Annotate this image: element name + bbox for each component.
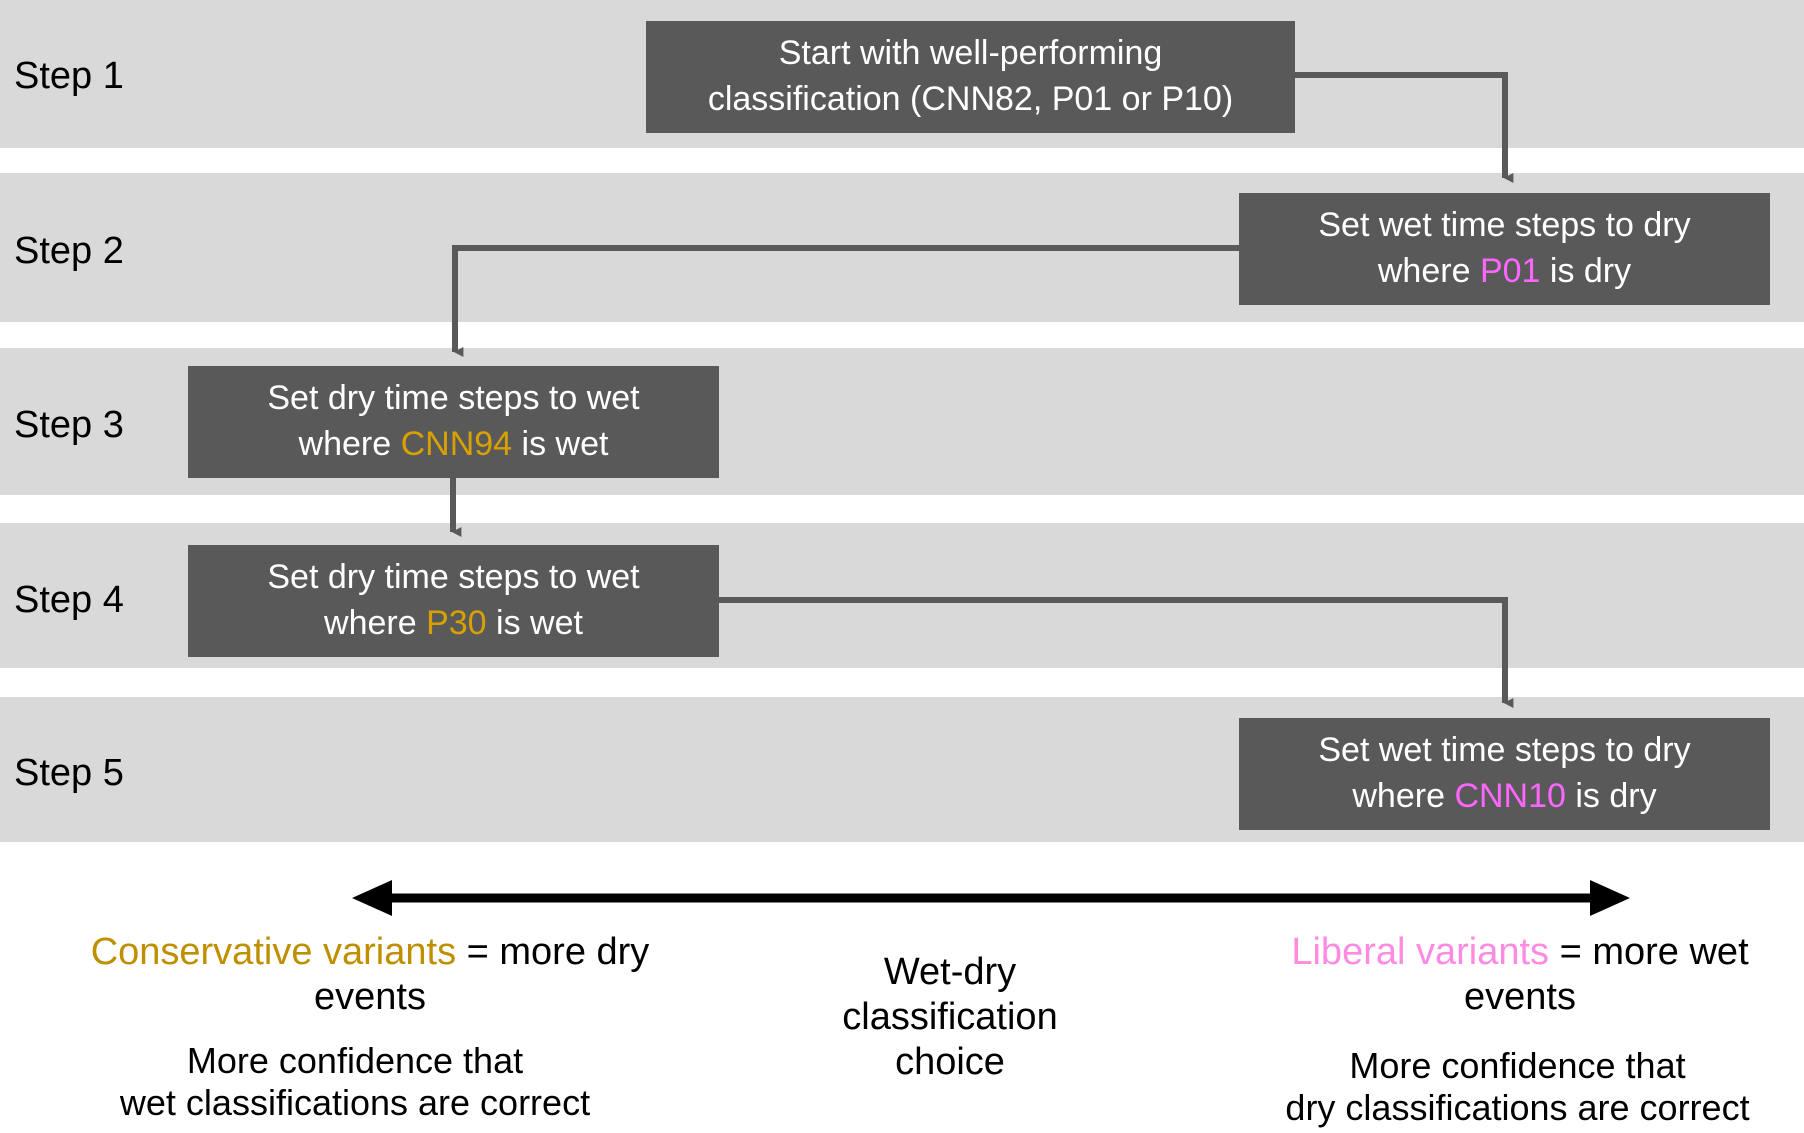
legend-center-line2: classification <box>842 995 1058 1038</box>
box3-highlight-CNN94: CNN94 <box>400 425 513 463</box>
process-box-step-3[interactable]: Set dry time steps to wet where CNN94 is… <box>188 366 719 478</box>
box1-line2: classification (CNN82, P01 or P10) <box>707 80 1234 118</box>
box2-line2-suffix: is dry <box>1540 252 1632 290</box>
box2-line1: Set wet time steps to dry <box>1318 206 1691 245</box>
box2-line2-prefix: where <box>1377 252 1480 290</box>
legend-left-emphasis: Conservative variants <box>90 931 457 973</box>
box5-line1: Set wet time steps to dry <box>1318 731 1691 770</box>
process-box-step-1[interactable]: Start with well-performing classificatio… <box>646 21 1295 133</box>
legend-right-rest: = more wet <box>1549 931 1749 973</box>
box4-highlight-P30: P30 <box>426 604 487 642</box>
box5-line2-prefix: where <box>1352 777 1455 815</box>
step-label-3: Step 3 <box>14 404 124 446</box>
legend-center-line3: choice <box>895 1040 1005 1083</box>
box4-line2-suffix: is wet <box>486 604 583 642</box>
legend-center-line1: Wet-dry <box>883 951 1017 993</box>
legend-right-note: More confidence that dry classifications… <box>1230 1045 1804 1130</box>
legend-right-emphasis: Liberal variants <box>1291 931 1550 973</box>
box5-line2-suffix: is dry <box>1565 777 1657 815</box>
box2-highlight-P01: P01 <box>1479 252 1541 290</box>
process-box-step-2[interactable]: Set wet time steps to dry where P01 is d… <box>1239 193 1770 305</box>
legend-left-note: More confidence that wet classifications… <box>30 1040 680 1125</box>
box4-line2-prefix: where <box>324 604 427 642</box>
legend-right-note-line2: dry classifications are correct <box>1285 1087 1750 1129</box>
legend-left-note-line2: wet classifications are correct <box>119 1082 591 1124</box>
legend-right-line2: events <box>1464 975 1576 1018</box>
box3-line2-prefix: where <box>298 425 401 463</box>
double-arrow-line <box>352 880 1630 916</box>
legend-right-primary: Liberal variants = more wet events <box>1240 930 1800 1020</box>
step-label-4: Step 4 <box>14 579 124 621</box>
process-box-step-5[interactable]: Set wet time steps to dry where CNN10 is… <box>1239 718 1770 830</box>
arrow-head-right <box>1590 880 1630 916</box>
box3-line1: Set dry time steps to wet <box>267 379 640 418</box>
legend-right-note-line1: More confidence that <box>1349 1045 1686 1086</box>
legend-left-rest: = more dry <box>456 931 650 973</box>
box3-line2-suffix: is wet <box>512 425 609 463</box>
box3-line2: where CNN94 is wet <box>299 422 609 468</box>
arrow-head-left <box>352 880 392 916</box>
box5-line2: where CNN10 is dry <box>1352 774 1656 820</box>
legend-center-axis-title: Wet-dry classification choice <box>790 950 1110 1084</box>
process-box-step-4[interactable]: Set dry time steps to wet where P30 is w… <box>188 545 719 657</box>
box4-line2: where P30 is wet <box>324 601 583 647</box>
legend-left-line2: events <box>314 975 426 1018</box>
legend-left-primary: Conservative variants = more dry events <box>60 930 680 1020</box>
step-label-2: Step 2 <box>14 230 124 272</box>
box4-line1: Set dry time steps to wet <box>267 558 640 597</box>
box2-line2: where P01 is dry <box>1378 249 1631 295</box>
step-label-1: Step 1 <box>14 55 124 97</box>
box5-highlight-CNN10: CNN10 <box>1454 777 1566 815</box>
step-label-5: Step 5 <box>14 752 124 794</box>
legend-left-note-line1: More confidence that <box>186 1040 524 1081</box>
box1-line1: Start with well-performing <box>778 34 1163 73</box>
